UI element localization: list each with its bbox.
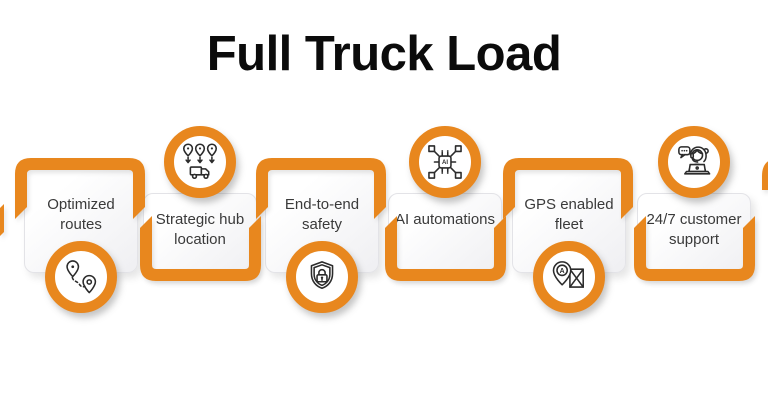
svg-text:A: A bbox=[560, 268, 565, 275]
route-pins-icon bbox=[66, 260, 97, 294]
feature-label: GPS enabled fleet bbox=[524, 196, 614, 233]
icon-circle bbox=[164, 126, 236, 198]
feature-label: AI automations bbox=[394, 211, 496, 228]
icon-circle bbox=[286, 241, 358, 313]
ribbon-right-sliver bbox=[762, 161, 768, 190]
ai-chip-icon: AI bbox=[428, 145, 462, 179]
hub-pins-truck-icon bbox=[182, 143, 218, 180]
icon-circle bbox=[45, 241, 117, 313]
ribbon-left-sliver bbox=[0, 204, 4, 236]
feature-card: 24/7 customer support bbox=[637, 193, 751, 276]
shield-lock-icon bbox=[310, 261, 334, 290]
icon-circle bbox=[658, 126, 730, 198]
feature-label: Strategic hub location bbox=[155, 211, 245, 248]
feature-card: AI automations bbox=[388, 193, 502, 276]
page-title: Full Truck Load bbox=[206, 27, 562, 81]
feature-label: Optimized routes bbox=[47, 196, 115, 233]
icon-circle: AI bbox=[409, 126, 481, 198]
feature-card: Strategic hub location bbox=[143, 193, 257, 276]
svg-text:AI: AI bbox=[442, 160, 448, 166]
icon-circle: A bbox=[533, 241, 605, 313]
headset-agent-icon bbox=[678, 146, 711, 175]
feature-label: End-to-end safety bbox=[284, 196, 360, 233]
feature-label: 24/7 customer support bbox=[646, 211, 742, 248]
gps-pin-map-icon: A bbox=[552, 261, 584, 288]
